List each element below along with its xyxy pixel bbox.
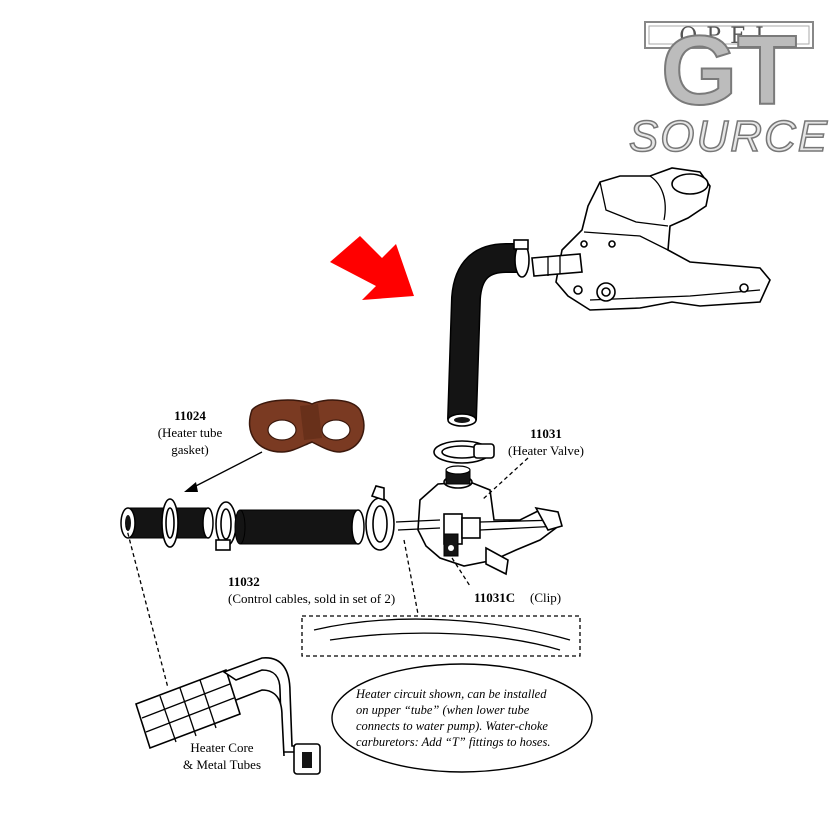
cable-leader-line — [403, 539, 419, 615]
valve-label: (Heater Valve) — [508, 443, 584, 458]
note-line2: on upper “tube” (when lower tube — [356, 703, 530, 717]
core-leader-line — [125, 525, 169, 689]
heater-core — [135, 657, 321, 775]
gasket-part-number: 11024 — [174, 408, 206, 423]
hose-clamp-middle — [433, 440, 495, 464]
control-cables-box — [301, 615, 581, 657]
valve-part-number: 11031 — [530, 426, 562, 441]
cables-part-number: 11032 — [228, 574, 260, 589]
core-label-line1: Heater Core — [190, 740, 253, 755]
note-line4: carburetors: Add “T” fittings to hoses. — [356, 735, 550, 749]
note-ellipse — [331, 663, 593, 773]
red-arrow-icon — [330, 236, 414, 300]
clip-label: (Clip) — [530, 590, 561, 605]
control-cable-2 — [329, 632, 561, 651]
gasket-pointer-arrowhead — [184, 482, 198, 492]
heater-valve — [395, 465, 563, 576]
logo-brand: OPEL — [679, 24, 779, 49]
lower-hose — [234, 509, 365, 545]
clip-part-number: 11031C — [474, 590, 515, 605]
gasket-label-line1: (Heater tube — [158, 425, 223, 440]
gasket-label-line2: gasket) — [171, 442, 209, 457]
hose-clamp-right — [365, 485, 395, 551]
hose-clamp-upper — [513, 239, 530, 278]
heater-tube-gasket — [248, 399, 365, 453]
hose-clamp-left — [215, 501, 237, 551]
note-line3: connects to water pump). Water-choke — [356, 719, 548, 733]
opel-gt-source-logo: OPEL GT SOURCE — [628, 14, 829, 162]
core-label-line2: & Metal Tubes — [183, 757, 261, 772]
clip-leader-line — [451, 557, 471, 587]
logo-word: SOURCE — [629, 112, 829, 161]
engine-housing-illustration — [531, 167, 771, 311]
cables-label: (Control cables, sold in set of 2) — [228, 591, 395, 606]
upper-hose — [447, 243, 525, 427]
logo-model: GT — [661, 15, 797, 125]
heater-pipe-left — [120, 498, 214, 548]
gasket-pointer-arrow — [187, 451, 263, 491]
note-line1: Heater circuit shown, can be installed — [355, 687, 547, 701]
control-cable-1 — [313, 618, 571, 641]
heater-valve-clip — [443, 533, 459, 557]
valve-leader-line — [481, 457, 529, 501]
